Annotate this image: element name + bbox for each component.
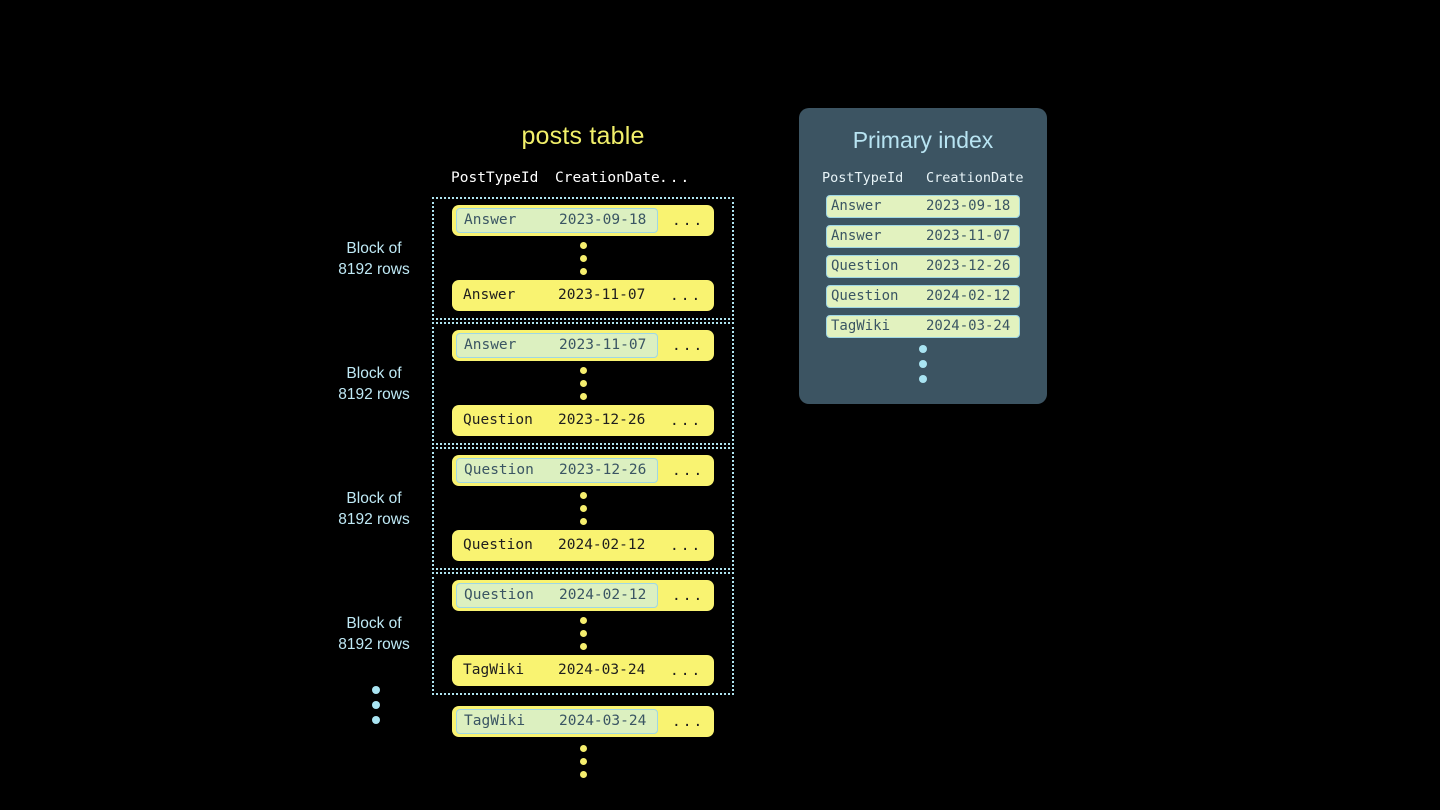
index-cell-creationdate: 2024-02-12 xyxy=(926,288,1011,304)
cell-posttypeid: TagWiki xyxy=(463,662,525,678)
row-cells: TagWiki 2024-03-24 xyxy=(456,658,656,683)
posts-table-column-headers: PostTypeId CreationDate ... xyxy=(432,170,734,194)
block-label-line2: 8192 rows xyxy=(338,385,410,403)
cell-more: ... xyxy=(670,287,703,304)
row-cells: Answer 2023-11-07 xyxy=(456,283,656,308)
index-cell-posttypeid: Question xyxy=(831,258,899,274)
index-cell-posttypeid: Question xyxy=(831,288,899,304)
row-ellipsis-icon xyxy=(434,236,732,280)
cell-posttypeid: Question xyxy=(463,537,533,553)
cell-more: ... xyxy=(672,587,705,604)
index-cell-creationdate: 2023-11-07 xyxy=(926,228,1011,244)
table-row: Question 2023-12-26 ... xyxy=(452,455,714,486)
posts-table-blocks: Block of 8192 rows Answer 2023-09-18 ...… xyxy=(338,197,734,783)
table-ellipsis-icon xyxy=(432,739,734,783)
column-header-creationdate: CreationDate xyxy=(555,170,660,186)
table-row: TagWiki 2024-03-24 ... xyxy=(452,655,714,686)
cell-posttypeid: Question xyxy=(464,462,534,478)
index-cell-posttypeid: Answer xyxy=(831,198,882,214)
cell-creationdate: 2023-11-07 xyxy=(558,287,646,303)
cell-posttypeid: Answer xyxy=(464,212,517,228)
table-row: Answer 2023-09-18 ... xyxy=(452,205,714,236)
block-label: Block of 8192 rows xyxy=(326,238,422,280)
row-cells: TagWiki 2024-03-24 xyxy=(456,709,658,734)
cell-more: ... xyxy=(672,713,705,730)
table-row: TagWiki 2024-03-24 ... xyxy=(452,706,714,737)
table-row: Question 2024-02-12 ... xyxy=(452,530,714,561)
cell-creationdate: 2024-03-24 xyxy=(559,713,647,729)
block-label-line2: 8192 rows xyxy=(338,635,410,653)
index-cell-posttypeid: TagWiki xyxy=(831,318,891,334)
cell-posttypeid: Question xyxy=(464,587,534,603)
row-cells: Question 2024-02-12 xyxy=(456,583,658,608)
row-cells: Question 2023-12-26 xyxy=(456,458,658,483)
cell-posttypeid: Question xyxy=(463,412,533,428)
table-row: Answer 2023-11-07 ... xyxy=(452,280,714,311)
cell-creationdate: 2023-09-18 xyxy=(559,212,647,228)
row-ellipsis-icon xyxy=(434,486,732,530)
index-row: TagWiki 2024-03-24 xyxy=(826,315,1020,338)
block-label-line1: Block of xyxy=(346,364,402,382)
cell-posttypeid: TagWiki xyxy=(464,713,526,729)
cell-creationdate: 2024-02-12 xyxy=(559,587,647,603)
index-row: Question 2023-12-26 xyxy=(826,255,1020,278)
row-cells: Question 2024-02-12 xyxy=(456,533,656,558)
block-label-line1: Block of xyxy=(346,489,402,507)
table-block: Block of 8192 rows Answer 2023-09-18 ...… xyxy=(338,197,734,320)
cell-more: ... xyxy=(672,212,705,229)
table-row: Question 2023-12-26 ... xyxy=(452,405,714,436)
cell-more: ... xyxy=(670,537,703,554)
primary-index-title: Primary index xyxy=(852,127,994,153)
cell-creationdate: 2023-11-07 xyxy=(559,337,647,353)
block-label: Block of 8192 rows xyxy=(326,613,422,655)
row-cells: Answer 2023-11-07 xyxy=(456,333,658,358)
posts-table-title: posts table xyxy=(521,122,645,150)
cell-creationdate: 2023-12-26 xyxy=(558,412,646,428)
cell-creationdate: 2024-02-12 xyxy=(558,537,646,553)
cell-more: ... xyxy=(670,662,703,679)
index-row: Answer 2023-09-18 xyxy=(826,195,1020,218)
table-row: Answer 2023-11-07 ... xyxy=(452,330,714,361)
table-block: Block of 8192 rows Question 2023-12-26 .… xyxy=(338,447,734,570)
index-column-header-creationdate: CreationDate xyxy=(926,170,1024,186)
index-ellipsis-icon xyxy=(799,345,1047,383)
cell-creationdate: 2023-12-26 xyxy=(559,462,647,478)
row-ellipsis-icon xyxy=(434,611,732,655)
cell-posttypeid: Answer xyxy=(463,287,516,303)
index-cell-creationdate: 2023-09-18 xyxy=(926,198,1011,214)
index-row: Question 2024-02-12 xyxy=(826,285,1020,308)
column-header-more: ... xyxy=(659,170,692,186)
index-cell-posttypeid: Answer xyxy=(831,228,882,244)
blocks-continuation-ellipsis-icon xyxy=(372,686,380,724)
block-label-line2: 8192 rows xyxy=(338,260,410,278)
primary-index-panel: Primary index PostTypeId CreationDate An… xyxy=(799,108,1047,404)
cell-creationdate: 2024-03-24 xyxy=(558,662,646,678)
cell-more: ... xyxy=(672,337,705,354)
index-column-header-posttypeid: PostTypeId xyxy=(822,170,904,186)
index-cell-creationdate: 2023-12-26 xyxy=(926,258,1011,274)
block-label-line1: Block of xyxy=(346,239,402,257)
row-ellipsis-icon xyxy=(434,361,732,405)
column-header-posttypeid: PostTypeId xyxy=(451,170,539,186)
primary-index-column-headers: PostTypeId CreationDate xyxy=(799,170,1047,186)
block-label-line2: 8192 rows xyxy=(338,510,410,528)
block-label-line1: Block of xyxy=(346,614,402,632)
index-cell-creationdate: 2024-03-24 xyxy=(926,318,1011,334)
index-row: Answer 2023-11-07 xyxy=(826,225,1020,248)
table-row: Question 2024-02-12 ... xyxy=(452,580,714,611)
table-block: Block of 8192 rows Question 2024-02-12 .… xyxy=(338,572,734,695)
row-cells: Question 2023-12-26 xyxy=(456,408,656,433)
cell-more: ... xyxy=(670,412,703,429)
cell-posttypeid: Answer xyxy=(464,337,517,353)
row-cells: Answer 2023-09-18 xyxy=(456,208,658,233)
block-label: Block of 8192 rows xyxy=(326,363,422,405)
block-label: Block of 8192 rows xyxy=(326,488,422,530)
cell-more: ... xyxy=(672,462,705,479)
posts-table-panel: posts table PostTypeId CreationDate ... … xyxy=(338,118,734,783)
primary-index-rows: Answer 2023-09-18 Answer 2023-11-07 Ques… xyxy=(799,195,1047,338)
table-block: Block of 8192 rows Answer 2023-11-07 ...… xyxy=(338,322,734,445)
